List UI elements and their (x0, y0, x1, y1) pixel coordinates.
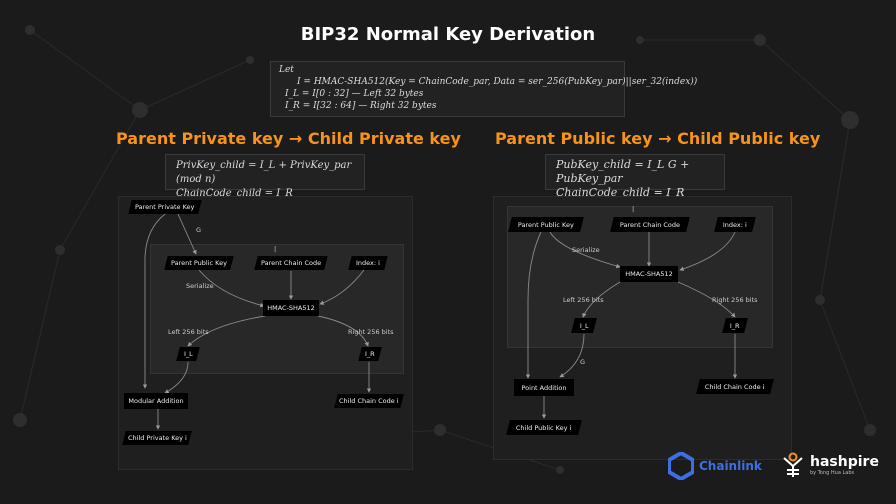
left-right-bits-label: Right 256 bits (348, 328, 394, 336)
hmac-formula-box: Let I = HMAC-SHA512(Key = ChainCode_par,… (270, 61, 698, 117)
left-formula-privkey: PrivKey_child = I_L + PrivKey_par (mod n… (176, 160, 352, 185)
right-bar-label: | (632, 205, 635, 213)
right-right-bits-label: Right 256 bits (712, 296, 758, 304)
left-ir-node: I_R (358, 347, 382, 361)
left-g-label: G (196, 226, 202, 234)
left-parent-chain-code-node: Parent Chain Code (254, 256, 328, 270)
left-hmac-node: HMAC-SHA512 (263, 300, 319, 316)
page-title: BIP32 Normal Key Derivation (300, 24, 596, 45)
hashpire-subtitle: by Tong Hua Labs (810, 469, 855, 476)
right-child-chain-code-node: Child Chain Code i (696, 379, 774, 394)
right-formula-chaincode: ChainCode_child = I_R (556, 186, 685, 199)
right-parent-public-key-node: Parent Public Key (508, 217, 584, 232)
right-left-bits-label: Left 256 bits (563, 296, 604, 304)
right-serialize-label: Serialize (572, 246, 600, 254)
left-il-node: I_L (176, 347, 200, 361)
left-child-private-key-node: Child Private Key i (122, 431, 192, 445)
formula-il: I_L = I[0 : 32] — Left 32 bytes (285, 89, 424, 99)
left-modular-addition-node: Modular Addition (124, 393, 188, 409)
hashpire-wordmark: hashpire (810, 453, 879, 470)
left-bar-label: | (274, 245, 277, 253)
right-il-node: I_L (571, 318, 597, 333)
right-index-node: Index: i (714, 217, 756, 232)
left-formula-chaincode: ChainCode_child = I_R (176, 188, 293, 199)
left-parent-private-key-node: Parent Private Key (128, 200, 202, 214)
right-hmac-node: HMAC-SHA512 (620, 266, 678, 282)
hashpire-logo: hashpire by Tong Hua Labs (782, 452, 879, 478)
right-parent-chain-code-node: Parent Chain Code (610, 217, 690, 232)
right-formula-pubkey: PubKey_child = I_L G + PubKey_par (556, 158, 690, 185)
right-ir-node: I_R (722, 318, 748, 333)
formula-i: I = HMAC-SHA512(Key = ChainCode_par, Dat… (297, 77, 698, 87)
left-formula-box: PrivKey_child = I_L + PrivKey_par (mod n… (165, 154, 365, 199)
left-serialize-label: Serialize (186, 282, 214, 290)
right-formula-box: PubKey_child = I_L G + PubKey_par ChainC… (545, 154, 725, 199)
right-child-public-key-node: Child Public Key i (506, 420, 582, 435)
left-left-bits-label: Left 256 bits (168, 328, 209, 336)
formula-let: Let (279, 65, 294, 75)
left-parent-public-key-node: Parent Public Key (164, 256, 234, 270)
formula-ir: I_R = I[32 : 64] — Right 32 bytes (285, 101, 437, 111)
right-heading: Parent Public key → Child Public key (495, 129, 821, 148)
chainlink-wordmark: Chainlink (699, 459, 762, 473)
left-heading: Parent Private key → Child Private key (116, 129, 461, 148)
right-g-label: G (580, 358, 586, 366)
chainlink-hexagon-icon (668, 452, 694, 480)
chainlink-logo: Chainlink (668, 452, 762, 480)
left-child-chain-code-node: Child Chain Code i (334, 394, 404, 408)
right-point-addition-node: Point Addition (514, 379, 574, 396)
left-index-node: Index: i (348, 256, 388, 270)
hashpire-figure-icon (783, 452, 803, 477)
